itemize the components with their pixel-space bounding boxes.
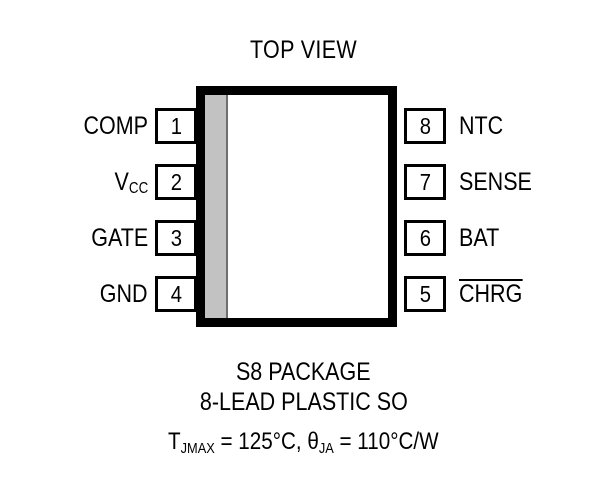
caption-thermal-spec: TJMAX = 125°C, θJA = 110°C/W xyxy=(0,428,607,457)
theta-symbol: θ xyxy=(307,428,320,455)
pin-label-vcc-text: V xyxy=(114,168,129,196)
caption-lead-type: 8-LEAD PLASTIC SO xyxy=(0,388,607,417)
pin-box-3[interactable]: 3 xyxy=(155,220,197,256)
pin-box-1[interactable]: 1 xyxy=(155,108,197,144)
pin-number-1: 1 xyxy=(170,112,182,139)
pin-box-8[interactable]: 8 xyxy=(404,108,446,144)
pin-label-sense: SENSE xyxy=(459,164,544,200)
pin-label-comp: COMP xyxy=(73,108,149,144)
pin-box-2[interactable]: 2 xyxy=(155,164,197,200)
pin-label-gnd: GND xyxy=(92,276,148,312)
pin-label-ntc: NTC xyxy=(459,108,510,144)
pin-number-8: 8 xyxy=(419,112,431,139)
pin-number-7: 7 xyxy=(419,168,431,195)
tjmax-subscript: JMAX xyxy=(180,440,215,457)
pin-number-3: 3 xyxy=(170,224,182,251)
pin-label-chrg-text: CHRG xyxy=(459,279,523,308)
tjmax-value: = 125°C, xyxy=(214,428,308,455)
pin-number-5: 5 xyxy=(419,280,431,307)
pin-label-chrg: CHRG xyxy=(459,276,533,312)
pin1-marker-stripe xyxy=(205,95,228,318)
package-body-outline xyxy=(196,86,397,327)
pin-label-sense-text: SENSE xyxy=(459,168,532,196)
pin-label-bat: BAT xyxy=(459,220,506,256)
caption-lead-type-text: 8-LEAD PLASTIC SO xyxy=(199,388,408,416)
pin-label-gate-text: GATE xyxy=(91,224,148,252)
theta-subscript: JA xyxy=(319,440,334,457)
page-title: TOP VIEW xyxy=(249,36,358,64)
pin-label-comp-text: COMP xyxy=(83,112,149,140)
pin-label-ntc-text: NTC xyxy=(459,112,504,140)
caption-package-name: S8 PACKAGE xyxy=(0,358,607,387)
caption-package-name-text: S8 PACKAGE xyxy=(236,358,371,386)
pin-box-5[interactable]: 5 xyxy=(404,276,446,312)
pin-number-4: 4 xyxy=(170,280,182,307)
pin-label-gnd-text: GND xyxy=(100,280,148,308)
pin-box-7[interactable]: 7 xyxy=(404,164,446,200)
tjmax-symbol: T xyxy=(168,428,181,455)
theta-value: = 110°C/W xyxy=(333,428,439,455)
pin-label-vcc-subscript: CC xyxy=(128,180,148,198)
pin-box-4[interactable]: 4 xyxy=(155,276,197,312)
pin-box-6[interactable]: 6 xyxy=(404,220,446,256)
pin-number-2: 2 xyxy=(170,168,182,195)
pin-label-bat-text: BAT xyxy=(459,224,500,252)
pin-label-gate: GATE xyxy=(82,220,148,256)
pin-number-6: 6 xyxy=(419,224,431,251)
pin-label-vcc: VCC xyxy=(109,164,148,200)
